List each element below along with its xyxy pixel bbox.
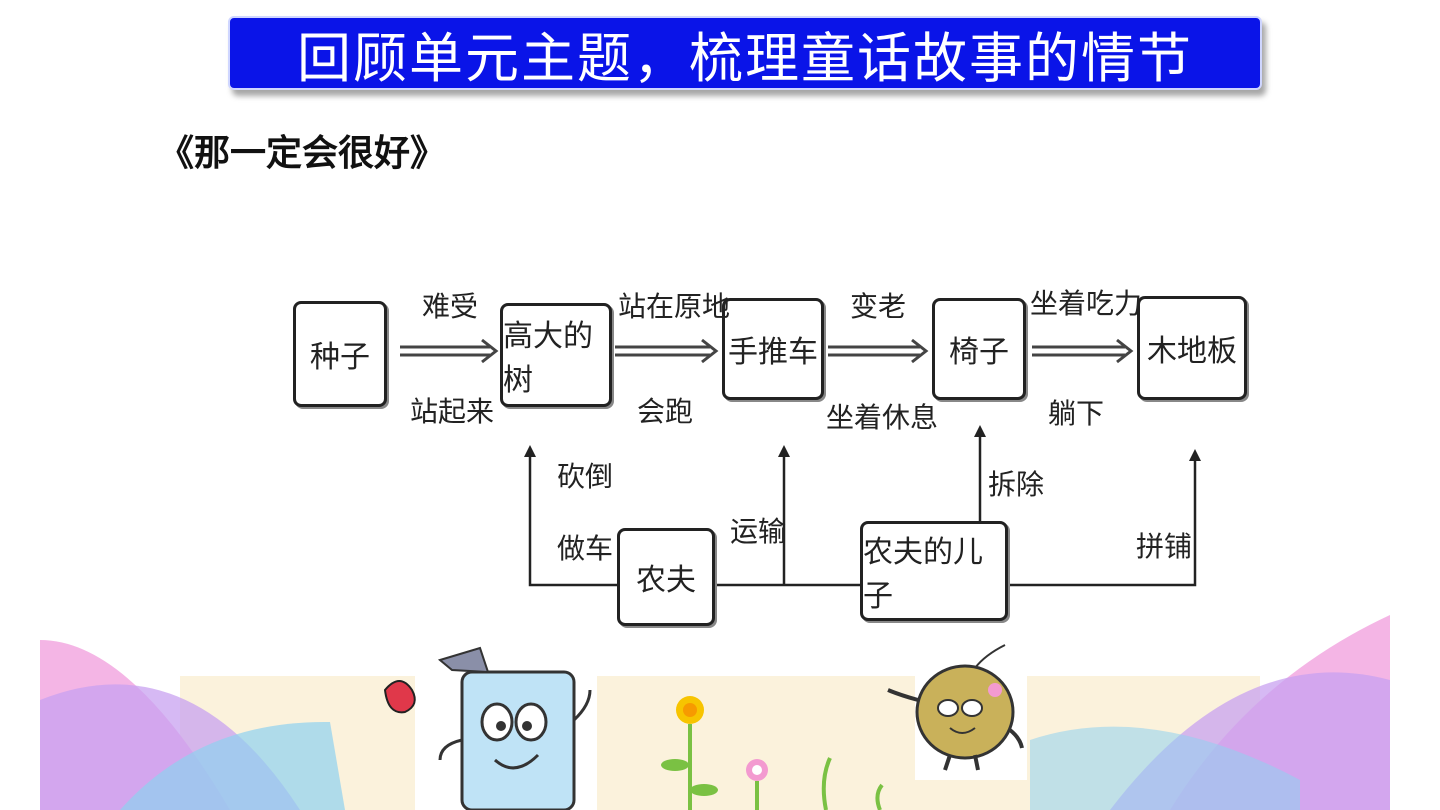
node-wooden-floor: 木地板 [1137,296,1247,400]
node-cart: 手推车 [722,298,824,400]
label-stand-up: 站起来 [410,395,495,428]
label-grow-old: 变老 [850,290,907,323]
title-banner: 回顾单元主题，梳理童话故事的情节 [228,16,1262,90]
label-assemble: 拼铺 [1136,530,1193,563]
node-farmers-son: 农夫的儿子 [860,521,1008,621]
arrow-tree-to-cart [615,338,719,364]
blue-petal-right [1030,726,1300,810]
potato-character-illustration [887,644,1027,780]
arrow-seed-to-tree [400,338,499,364]
page-title: 回顾单元主题，梳理童话故事的情节 [297,26,1193,90]
label-sit-and-rest: 坐着休息 [826,401,939,434]
label-cut-down: 砍倒 [557,460,614,493]
connector-son [974,425,1201,587]
label-stand-still: 站在原地 [618,290,731,323]
node-chair: 椅子 [932,298,1026,400]
label-dismantle: 拆除 [988,468,1045,501]
node-tall-tree: 高大的树 [500,303,612,407]
book-character-illustration [383,645,597,810]
flower-illustrations [661,696,884,810]
arrow-cart-to-chair [828,338,929,364]
label-lie-down: 躺下 [1048,397,1105,430]
connector-farmer [524,445,862,587]
arrow-chair-to-floor [1032,338,1134,364]
blue-petal-left [120,721,345,810]
label-can-run: 会跑 [637,395,694,428]
label-sitting-strenuous: 坐着吃力 [1030,287,1143,320]
label-make-cart: 做车 [557,532,614,565]
story-title: 《那一定会很好》 [158,133,447,174]
node-seed: 种子 [293,301,387,407]
label-uncomfortable: 难受 [422,290,479,323]
node-farmer: 农夫 [617,528,715,626]
label-transport: 运输 [730,515,787,548]
